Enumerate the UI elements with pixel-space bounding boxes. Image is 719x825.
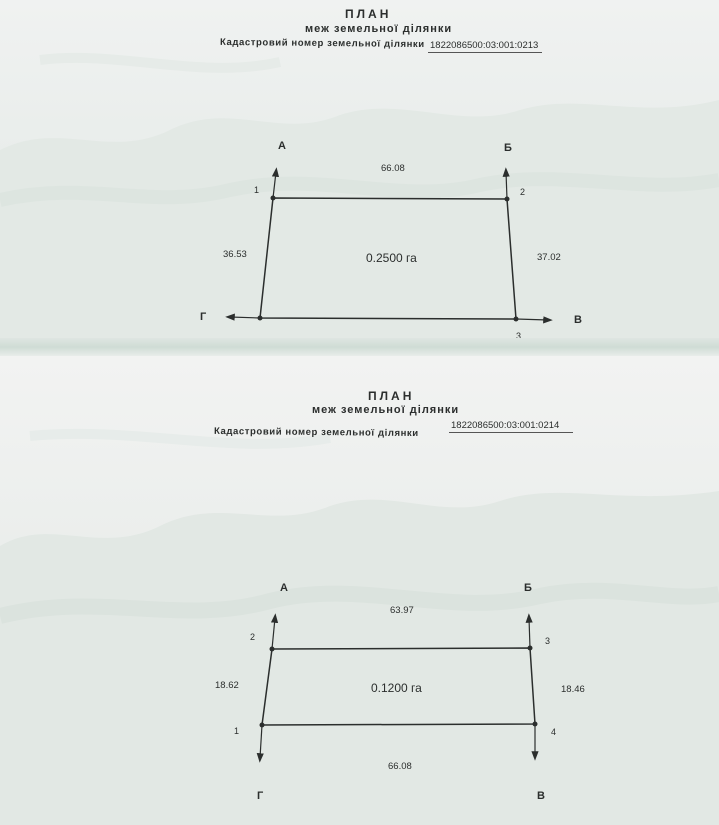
point-label: 3 [545, 636, 551, 646]
side-length-left: 18.62 [215, 680, 239, 691]
point-label: 4 [551, 727, 557, 737]
direction-label-a: А [278, 140, 286, 152]
cadastral-number: 1822086500:03:001:0213 [428, 40, 542, 53]
direction-label-g: Г [200, 311, 207, 323]
vertex-4 [532, 721, 538, 727]
parcel-area: 0.1200 га [371, 681, 422, 695]
plan-sheet-1: ПЛАН меж земельної ділянки Кадастровий н… [0, 0, 719, 340]
direction-label-b: Б [504, 142, 512, 154]
point-label: 2 [250, 632, 256, 642]
cadastral-number: 1822086500:03:001:0214 [449, 420, 573, 433]
vertex-3 [527, 645, 533, 651]
direction-label-a: А [280, 582, 288, 594]
side-length-top: 63.97 [390, 605, 414, 616]
east-arrow-v [515, 316, 553, 324]
vertex-2 [504, 196, 510, 202]
side-length-left: 36.53 [223, 249, 247, 260]
direction-label-b: Б [524, 582, 532, 594]
parcel-area: 0.2500 га [366, 251, 417, 265]
page-fold [0, 338, 719, 358]
west-arrow-g [225, 313, 261, 321]
south-arrow-g [256, 724, 264, 763]
vertex-1 [259, 722, 265, 728]
direction-label-g: Г [257, 790, 264, 802]
vertex-4 [257, 315, 263, 321]
direction-label-v: В [537, 790, 545, 802]
plan-subtitle: меж земельної ділянки [312, 404, 460, 416]
parcel-drawing-1 [225, 167, 553, 324]
north-arrow-a [271, 167, 280, 199]
vertex-1 [270, 195, 276, 201]
side-length-right: 18.46 [561, 684, 585, 695]
point-label: 3 [516, 331, 522, 340]
north-arrow-b [502, 167, 510, 200]
side-length-top: 66.08 [381, 163, 405, 174]
north-arrow-b [525, 613, 533, 649]
plan-title: ПЛАН [345, 7, 392, 21]
north-arrow-a [270, 613, 279, 650]
point-label: 1 [234, 726, 240, 736]
vertex-2 [269, 646, 275, 652]
parcel-drawing-2 [256, 613, 539, 763]
side-length-right: 37.02 [537, 252, 561, 263]
plan-title: ПЛАН [368, 389, 415, 403]
plan-sheet-2: ПЛАН меж земельної ділянки Кадастровий н… [0, 356, 719, 825]
direction-label-v: В [574, 314, 582, 326]
side-length-bottom: 66.08 [388, 761, 412, 772]
plan-subtitle: меж земельної ділянки [305, 23, 453, 35]
vertex-3 [513, 316, 519, 322]
point-label: 2 [520, 187, 526, 197]
point-label: 1 [254, 185, 260, 195]
